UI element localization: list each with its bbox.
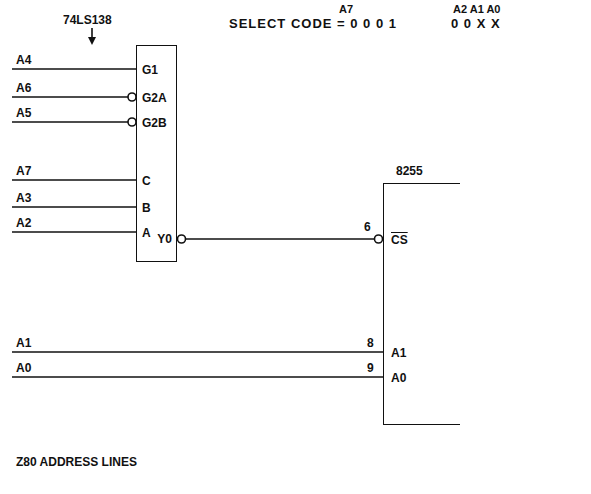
address-line: A2: [15, 216, 32, 230]
a4-wire: [12, 68, 136, 70]
arrow-head: [88, 37, 96, 45]
a7-wire: [12, 179, 136, 181]
a5-wire: [12, 121, 128, 123]
address-line: A0: [15, 361, 32, 375]
a0-wire: [12, 376, 383, 378]
pin-name: G2B: [142, 116, 167, 130]
address-line: A3: [15, 191, 32, 205]
pin-name: C: [142, 174, 151, 188]
address-line: A6: [15, 81, 32, 95]
pin-number: 6: [363, 220, 372, 234]
pointer-arrow: [91, 28, 93, 38]
address-line: A7: [15, 164, 32, 178]
bit-name: A2 A1 A0: [452, 2, 501, 16]
a2-wire: [12, 231, 136, 233]
pin-name: A: [142, 226, 151, 240]
bit-name: A7: [338, 2, 354, 16]
bus-caption: Z80 ADDRESS LINES: [15, 455, 138, 469]
pin-name: B: [142, 201, 151, 215]
chip-name: 8255: [396, 164, 423, 178]
inversion-bubble: [178, 235, 186, 243]
inversion-bubble: [375, 235, 383, 243]
inversion-bubble: [128, 93, 136, 101]
pin-name: A0: [391, 371, 406, 385]
address-line: A5: [15, 106, 32, 120]
select-wire: [186, 238, 374, 240]
pin-name: CS: [391, 233, 408, 247]
address-line: A1: [15, 336, 32, 350]
pin-number: 9: [366, 361, 375, 375]
ppi-chip: 8255CSA1A0: [383, 183, 460, 425]
pin-number: 8: [366, 336, 375, 350]
chip-name: 74LS138: [63, 13, 112, 27]
select-code: SELECT CODE = 0 0 0 1: [228, 17, 398, 31]
inversion-bubble: [128, 118, 136, 126]
decoder-chip: 74LS138G1G2AG2BCBAY0: [136, 45, 177, 262]
address-line: A4: [15, 53, 32, 67]
select-code: 0 0 X X: [450, 17, 502, 31]
a1-wire: [12, 351, 383, 353]
a3-wire: [12, 206, 136, 208]
pin-name: G1: [142, 63, 158, 77]
pin-name: G2A: [142, 91, 167, 105]
pin-name: Y0: [157, 232, 172, 246]
pin-name: A1: [391, 346, 406, 360]
a6-wire: [12, 96, 128, 98]
